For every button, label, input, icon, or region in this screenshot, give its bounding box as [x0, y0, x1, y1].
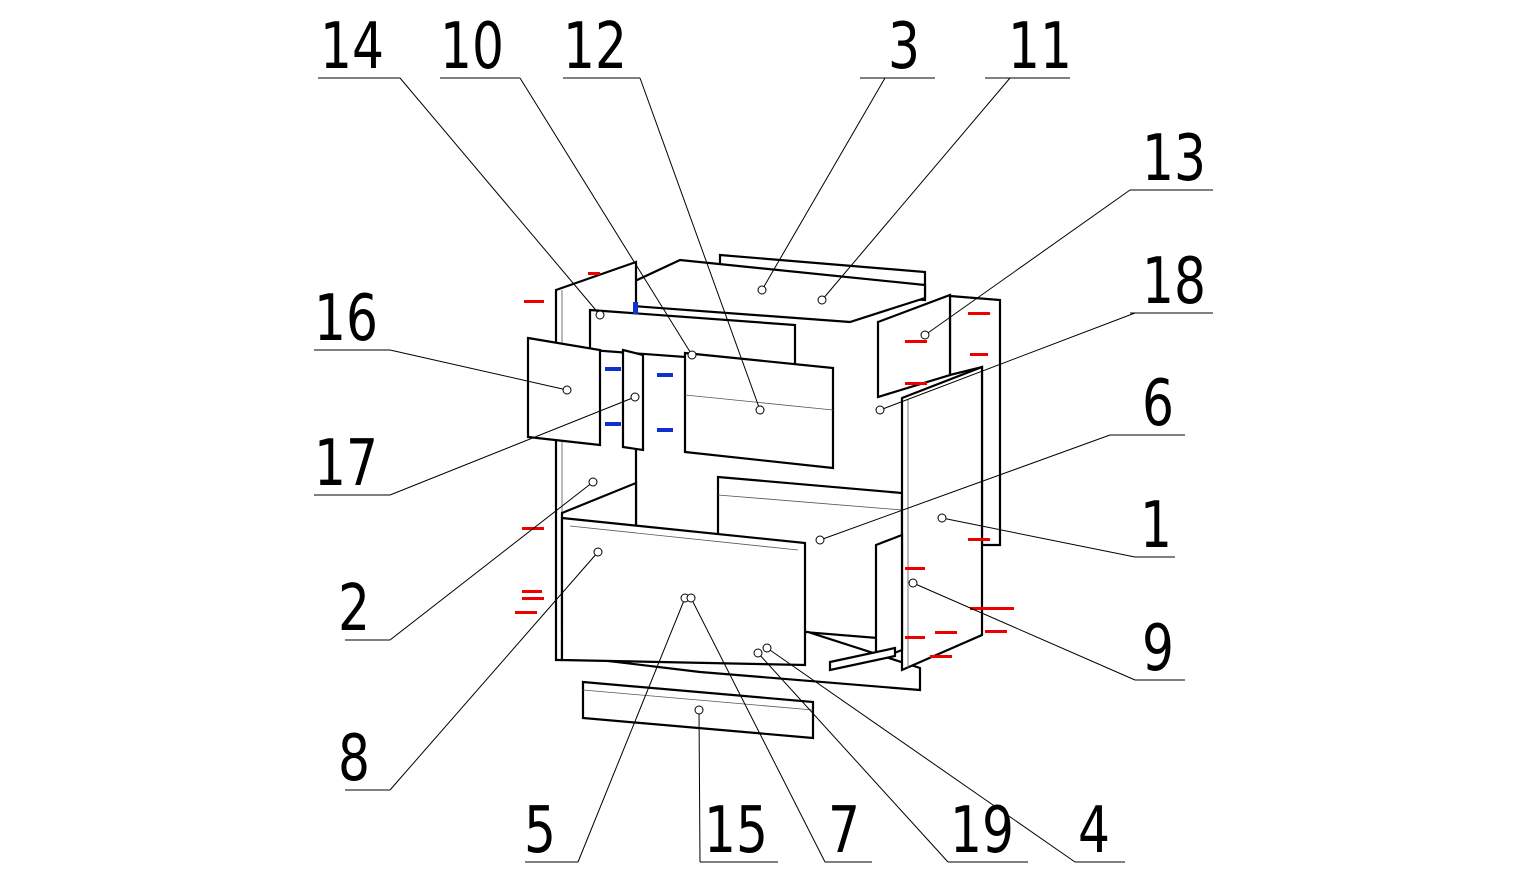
callout-point	[562, 385, 572, 395]
callout-16: 16	[314, 282, 572, 395]
leader-line	[519, 77, 693, 356]
callout-point	[686, 593, 696, 603]
callout-point	[937, 513, 947, 523]
leader-line	[389, 349, 568, 391]
callout-point	[595, 310, 605, 320]
callout-number: 1	[1140, 489, 1172, 563]
leader-line	[389, 396, 636, 496]
callout-number: 10	[440, 10, 504, 84]
callout-point	[920, 330, 930, 340]
callout-13: 13	[920, 122, 1213, 340]
leader-line	[924, 189, 1131, 336]
leader-line	[690, 597, 826, 863]
callout-point	[875, 405, 885, 415]
panel-13	[876, 293, 952, 399]
callout-number: 7	[828, 794, 860, 868]
callout-number: 3	[888, 10, 920, 84]
callout-point	[694, 705, 704, 715]
leader-line	[819, 434, 1111, 541]
leader-line	[698, 709, 701, 863]
callout-point	[762, 643, 772, 653]
callout-point	[755, 405, 765, 415]
callout-point	[588, 477, 598, 487]
leader-line	[761, 77, 886, 291]
callout-12: 12	[563, 10, 765, 415]
callout-7: 7	[686, 593, 872, 868]
callout-number: 9	[1142, 612, 1174, 686]
leader-line	[766, 647, 1076, 863]
callout-10: 10	[440, 10, 697, 360]
callout-number: 4	[1078, 794, 1110, 868]
callout-11: 11	[817, 10, 1072, 305]
callout-point	[908, 578, 918, 588]
leader-line	[821, 77, 1011, 301]
callout-number: 12	[563, 10, 627, 84]
callout-4: 4	[762, 643, 1125, 868]
callout-2: 2	[338, 477, 598, 646]
callout-19: 19	[753, 648, 1028, 868]
leader-line	[941, 517, 1136, 558]
leader-line	[389, 481, 594, 641]
callout-number: 8	[338, 722, 370, 796]
leader-line	[577, 597, 686, 863]
callout-6: 6	[815, 367, 1185, 545]
leader-line	[879, 312, 1136, 411]
leader-line	[639, 77, 761, 411]
callout-number: 11	[1008, 10, 1072, 84]
hardware	[515, 272, 1014, 658]
callout-number: 5	[524, 794, 556, 868]
callout-point	[687, 350, 697, 360]
callout-number: 19	[950, 794, 1014, 868]
callout-15: 15	[694, 705, 778, 868]
callout-number: 6	[1142, 367, 1174, 441]
callout-point	[753, 648, 763, 658]
drawer-front	[560, 516, 807, 667]
callout-point	[593, 547, 603, 557]
leader-line	[912, 582, 1136, 681]
callout-number: 14	[320, 10, 384, 84]
drawer-runner	[828, 646, 897, 672]
callout-5: 5	[524, 593, 690, 868]
callout-point	[817, 295, 827, 305]
panels	[526, 253, 1002, 740]
callout-3: 3	[757, 10, 935, 295]
callout-9: 9	[908, 578, 1185, 686]
callout-17: 17	[314, 392, 640, 501]
callout-18: 18	[875, 245, 1213, 415]
callout-number: 13	[1142, 122, 1206, 196]
callout-number: 16	[314, 282, 378, 356]
drawer-right-side	[874, 533, 904, 662]
callout-8: 8	[338, 547, 603, 796]
leader-line	[399, 77, 601, 316]
callout-point	[815, 535, 825, 545]
callout-number: 2	[338, 572, 370, 646]
callout-point	[630, 392, 640, 402]
callout-14: 14	[318, 10, 605, 320]
leader-line	[757, 652, 949, 863]
callout-number: 18	[1142, 245, 1206, 319]
callout-number: 15	[704, 794, 768, 868]
callout-point	[757, 285, 767, 295]
callout-number: 17	[314, 427, 378, 501]
leader-line	[389, 551, 599, 791]
callout-1: 1	[937, 489, 1175, 563]
